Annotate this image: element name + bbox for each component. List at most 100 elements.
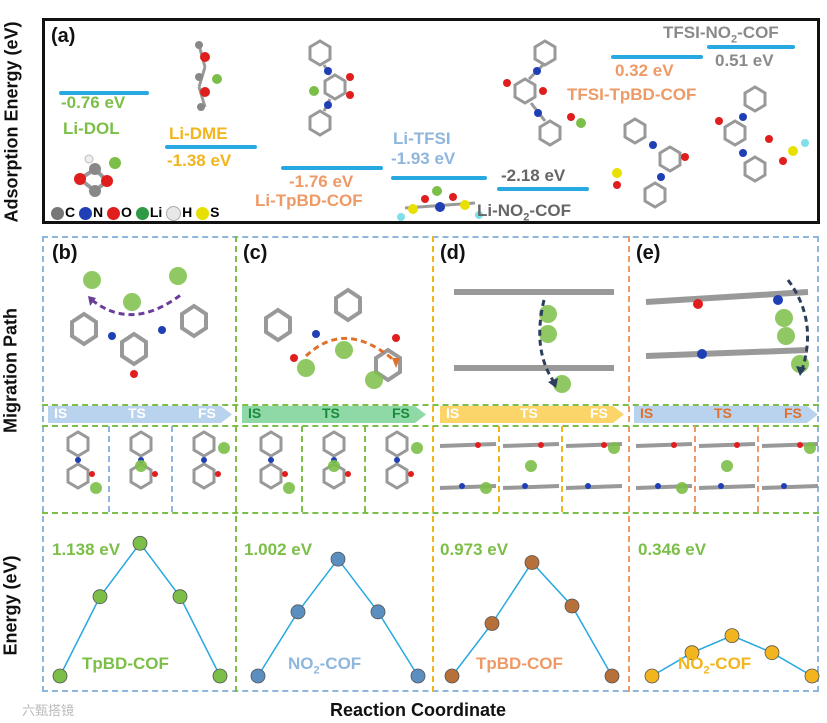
row-divider	[42, 425, 819, 427]
molecule-li-dol	[74, 154, 121, 197]
is-ts-fs-band: IS TS FS	[48, 406, 232, 423]
legend-label-h: H	[182, 204, 193, 220]
snapshot-divider	[301, 426, 303, 512]
is-label: IS	[248, 405, 262, 421]
value-li-dol: -0.76 eV	[61, 93, 126, 112]
migration-path-d	[454, 289, 614, 393]
material-name-c: NO2-COF	[288, 654, 362, 677]
material-name-e: NO2-COF	[678, 654, 752, 677]
migration-path-b	[70, 267, 208, 378]
panel-label-c: (c)	[243, 242, 268, 264]
snapshot-cell	[502, 442, 560, 490]
energy-level-li-dme	[165, 145, 257, 149]
snapshot-cell	[129, 430, 158, 490]
migration-path-c	[264, 287, 402, 389]
name-tfsi-tpbd-cof: TFSI-TpBD-COF	[567, 85, 697, 104]
snapshot-cell	[761, 442, 819, 490]
is-ts-fs-band: IS TS FS	[242, 406, 426, 423]
panel-divider	[235, 236, 237, 692]
fs-label: FS	[392, 405, 410, 421]
snapshot-divider	[364, 426, 366, 512]
material-name-b: TpBD-COF	[82, 654, 169, 673]
panel-a-adsorption: (a) -0.76 eV Li-DOL C N O Li H S Li-DME …	[42, 18, 820, 224]
legend-label-c: C	[65, 204, 76, 220]
snapshot-cell	[66, 430, 102, 494]
snapshot-cell	[259, 430, 295, 494]
y-axis-label-adsorption: Adsorption Energy (eV)	[1, 21, 22, 223]
name-li-dme: Li-DME	[169, 124, 228, 143]
legend-label-n: N	[93, 204, 104, 220]
molecule-tfsi-tpbd-cof	[612, 117, 689, 209]
is-label: IS	[640, 405, 654, 421]
panel-divider	[432, 236, 434, 692]
snapshot-cell	[192, 430, 230, 490]
name-li-dol: Li-DOL	[63, 119, 120, 138]
legend-sulfur-icon	[196, 206, 210, 220]
panel-label-a: (a)	[51, 25, 76, 47]
panels-outer-frame	[42, 236, 819, 692]
energy-level-li-tfsi	[391, 176, 487, 180]
y-axis-label-migration: Migration Path	[0, 308, 21, 433]
value-tfsi-no2-cof: 0.51 eV	[715, 51, 774, 70]
energy-level-tfsi-tpbd-cof	[611, 55, 703, 59]
fs-label: FS	[590, 405, 608, 421]
ts-label: TS	[322, 405, 340, 421]
panel-label-b: (b)	[52, 242, 78, 264]
is-label: IS	[54, 405, 68, 421]
energy-level-tfsi-no2-cof	[707, 45, 795, 49]
molecule-li-tpbd-cof	[308, 39, 354, 137]
energy-level-li-dol	[59, 91, 149, 95]
value-tfsi-tpbd-cof: 0.32 eV	[615, 61, 674, 80]
legend-lithium-icon	[135, 206, 149, 220]
energy-level-li-tpbd-cof	[281, 166, 383, 170]
ts-label: TS	[714, 405, 732, 421]
is-label: IS	[446, 405, 460, 421]
snapshot-divider	[171, 426, 173, 512]
name-tfsi-no2-cof: TFSI-NO2-COF	[663, 23, 779, 46]
legend-label-s: S	[210, 204, 220, 220]
snapshot-cell	[635, 442, 693, 494]
row-divider	[42, 512, 819, 514]
is-ts-fs-band: IS TS FS	[634, 406, 818, 423]
panel-label-d: (d)	[440, 242, 466, 264]
molecule-li-no2-cof	[503, 39, 586, 147]
name-li-tpbd-cof: Li-TpBD-COF	[255, 191, 363, 210]
barrier-value-c: 1.002 eV	[244, 540, 313, 559]
legend-hydrogen-icon	[166, 205, 182, 221]
atom-legend: C N O Li H S	[51, 204, 220, 221]
snapshot-cell	[698, 442, 756, 490]
barrier-value-e: 0.346 eV	[638, 540, 707, 559]
fs-label: FS	[198, 405, 216, 421]
legend-carbon-icon	[51, 206, 64, 220]
row-divider	[42, 404, 819, 406]
x-axis-label: Reaction Coordinate	[330, 700, 507, 720]
name-li-tfsi: Li-TFSI	[393, 129, 451, 148]
molecule-tfsi-no2-cof	[715, 85, 809, 183]
barrier-value-b: 1.138 eV	[52, 540, 121, 559]
barrier-value-d: 0.973 eV	[440, 540, 509, 559]
snapshot-divider	[561, 426, 563, 512]
ts-label: TS	[128, 405, 146, 421]
value-li-tpbd-cof: -1.76 eV	[289, 172, 354, 191]
snapshot-divider	[498, 426, 500, 512]
value-li-no2-cof: -2.18 eV	[501, 166, 566, 185]
y-axis-label-energy: Energy (eV)	[0, 555, 21, 656]
legend-label-li: Li	[149, 204, 163, 220]
value-li-tfsi: -1.93 eV	[391, 149, 456, 168]
migration-path-e	[645, 279, 809, 376]
watermark: 六甄搭镜	[22, 703, 75, 718]
molecule-li-dme	[195, 41, 222, 111]
fs-label: FS	[784, 405, 802, 421]
legend-label-o: O	[121, 204, 132, 220]
snapshot-divider	[757, 426, 759, 512]
material-name-d: TpBD-COF	[476, 654, 563, 673]
panel-label-e: (e)	[636, 242, 661, 264]
snapshot-cell	[322, 430, 351, 490]
legend-oxygen-icon	[107, 206, 121, 220]
panel-divider	[628, 236, 630, 692]
snapshot-cell	[385, 430, 423, 490]
legend-nitrogen-icon	[79, 206, 93, 220]
value-li-dme: -1.38 eV	[167, 151, 232, 170]
snapshot-divider	[108, 426, 110, 512]
